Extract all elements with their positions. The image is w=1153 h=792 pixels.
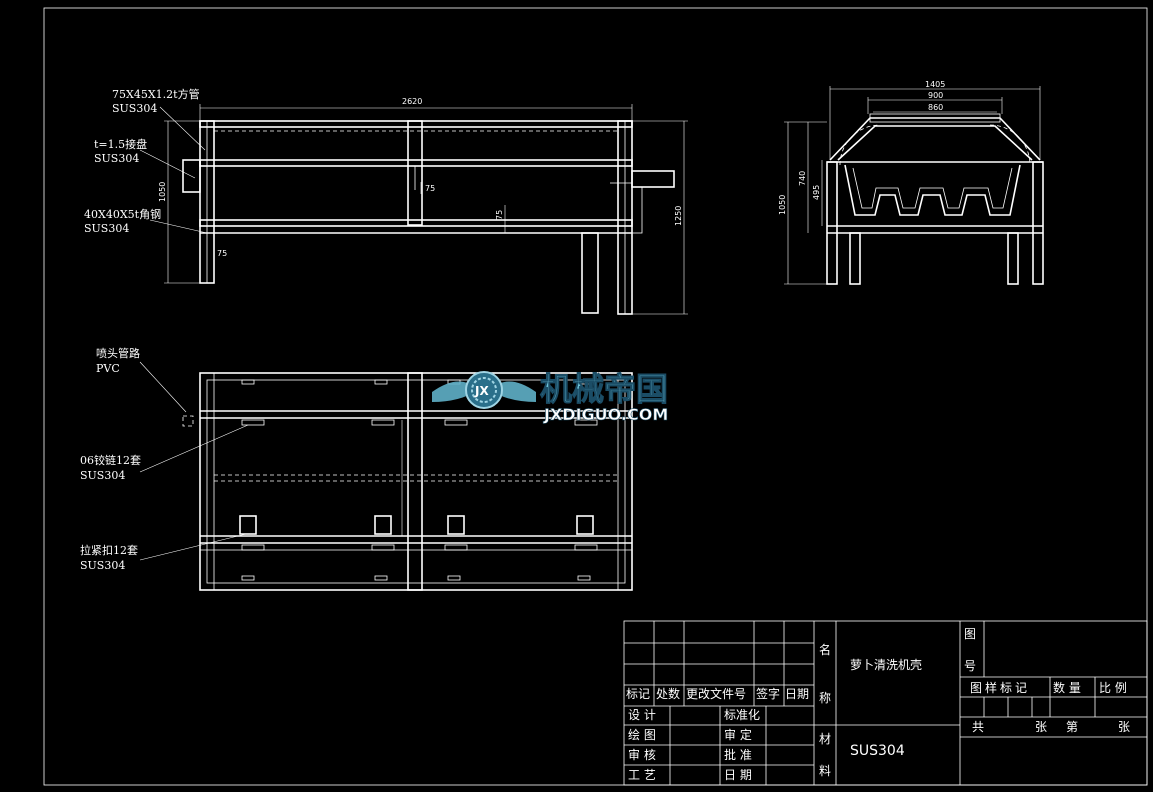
dim-75-b: 75 (495, 210, 504, 220)
drawing-border (43, 7, 1148, 786)
dim-740: 740 (798, 171, 807, 186)
callout-angle: 40X40X5t角钢 (84, 208, 161, 221)
dim-1405: 1405 (925, 80, 945, 89)
label-material-2: 料 (819, 764, 831, 778)
rev-header-date: 日期 (785, 687, 809, 701)
dim-75-a: 75 (425, 184, 435, 193)
label-approve: 批 准 (724, 747, 752, 762)
front-view (139, 104, 688, 315)
rev-header-count: 处数 (656, 686, 680, 701)
label-quantity: 数 量 (1053, 680, 1081, 695)
callout-plate: t=1.5接盘 (94, 137, 147, 151)
label-date: 日 期 (724, 768, 752, 782)
rev-header-mark: 标记 (626, 687, 650, 701)
watermark-logo-letters: JX (474, 384, 489, 398)
rev-header-docno: 更改文件号 (686, 686, 746, 701)
label-scale: 比 例 (1099, 681, 1127, 695)
label-total: 共 (972, 720, 984, 734)
rev-header-sign: 签字 (756, 686, 780, 701)
label-sheets-2: 张 (1118, 720, 1130, 734)
callout-angle-material: SUS304 (84, 222, 129, 235)
callout-clamp-material: SUS304 (80, 559, 125, 572)
label-sample-mark: 图样标记 (970, 680, 1030, 695)
watermark-logo (432, 371, 536, 409)
label-name-2: 称 (819, 691, 831, 705)
label-drawing-no-1: 图 (964, 627, 976, 641)
material-value: SUS304 (850, 743, 905, 759)
label-name-1: 名 (819, 642, 831, 657)
dim-2620: 2620 (402, 97, 422, 106)
label-sheets: 张 (1035, 720, 1047, 734)
callout-hinge-material: SUS304 (80, 469, 125, 482)
callout-tube: 75X45X1.2t方管 (112, 87, 200, 101)
label-drawing-no-2: 号 (964, 659, 976, 673)
callout-tube-material: SUS304 (112, 102, 157, 115)
label-check: 审 核 (628, 747, 656, 762)
part-name: 萝卜清洗机壳 (850, 658, 922, 672)
callout-plate-material: SUS304 (94, 152, 139, 165)
callout-clamp: 拉紧扣12套 (80, 543, 138, 557)
dim-900: 900 (928, 91, 943, 100)
dim-1250: 1250 (674, 206, 683, 226)
dim-495: 495 (812, 185, 821, 200)
label-draw: 绘 图 (628, 727, 656, 742)
label-process: 工 艺 (628, 768, 656, 782)
callout-hinge: 06铰链12套 (80, 453, 141, 467)
label-standard: 标准化 (724, 708, 760, 722)
dim-1050-side: 1050 (778, 195, 787, 215)
callout-pipe-material: PVC (96, 362, 120, 375)
watermark-en: JXDIGUO.COM (543, 405, 668, 424)
label-material-1: 材 (819, 732, 831, 746)
label-review: 审 定 (724, 727, 752, 742)
dim-1050-front: 1050 (158, 182, 167, 202)
dim-75-c: 75 (217, 249, 227, 258)
title-block (623, 620, 1148, 786)
top-view (139, 361, 633, 591)
side-view (784, 86, 1044, 285)
watermark-cn: 机械帝国 (540, 370, 668, 408)
label-design: 设 计 (628, 708, 656, 722)
label-sheet-no: 第 (1066, 720, 1078, 734)
callout-pipe: 喷头管路 (96, 346, 140, 360)
dim-860: 860 (928, 103, 943, 112)
